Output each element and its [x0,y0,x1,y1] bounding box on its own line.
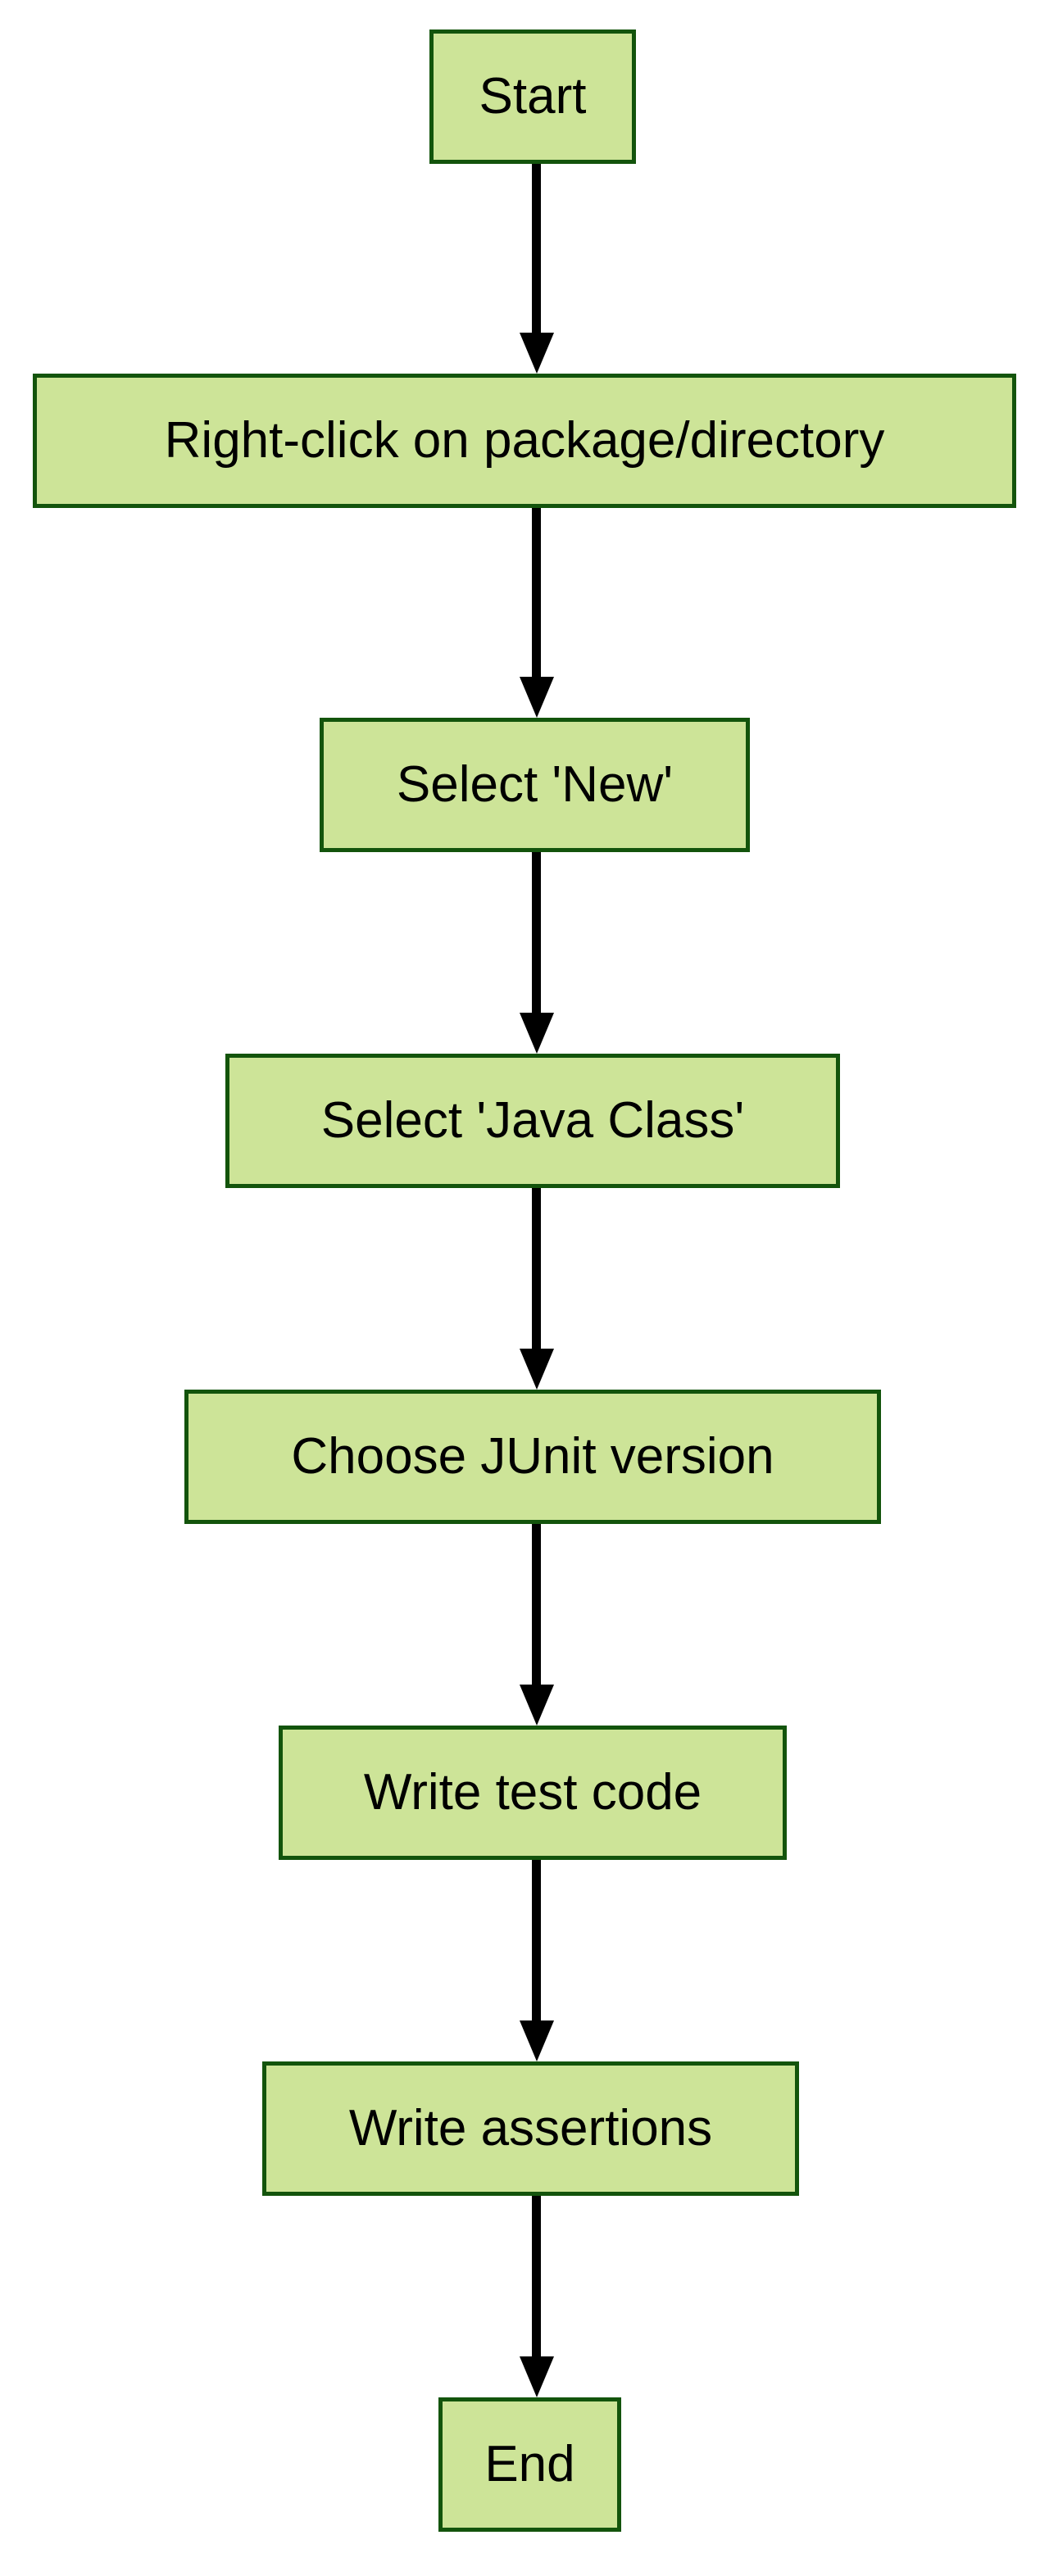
edge-line [532,508,541,682]
edge-line [532,1860,541,2025]
edge-arrowhead-icon [520,2020,554,2061]
flow-node-label-select-java-class: Select 'Java Class' [320,1092,745,1149]
flow-node-label-select-new: Select 'New' [396,756,674,813]
edge-line [532,1524,541,1689]
flow-edge-write-assertions-to-end [520,2196,554,2397]
edge-line [532,164,541,338]
edge-arrowhead-icon [520,677,554,718]
flow-edge-select-new-to-select-java-class [520,852,554,1054]
flow-node-right-click[interactable]: Right-click on package/directory [33,374,1016,508]
edge-line [532,2196,541,2361]
edge-line [532,852,541,1018]
flow-node-label-end: End [484,2436,575,2492]
flow-node-label-start: Start [479,68,587,125]
flow-node-label-write-assertions: Write assertions [348,2100,713,2156]
flow-node-label-write-test-code: Write test code [363,1764,702,1821]
flow-node-label-choose-junit-version: Choose JUnit version [291,1428,774,1485]
flow-node-select-new[interactable]: Select 'New' [320,718,750,852]
edge-arrowhead-icon [520,1349,554,1390]
flow-edge-write-test-code-to-write-assertions [520,1860,554,2061]
flow-node-write-assertions[interactable]: Write assertions [262,2061,799,2196]
flow-edge-start-to-right-click [520,164,554,374]
edge-arrowhead-icon [520,2356,554,2397]
edge-arrowhead-icon [520,1013,554,1054]
edge-line [532,1188,541,1354]
flow-node-write-test-code[interactable]: Write test code [279,1726,787,1860]
flow-edge-choose-junit-version-to-write-test-code [520,1524,554,1726]
flow-node-label-right-click: Right-click on package/directory [164,412,885,469]
edge-arrowhead-icon [520,333,554,374]
flow-node-choose-junit-version[interactable]: Choose JUnit version [184,1390,881,1524]
flow-edge-right-click-to-select-new [520,508,554,718]
flow-node-end[interactable]: End [438,2397,621,2532]
flow-node-start[interactable]: Start [429,29,636,164]
flow-edge-select-java-class-to-choose-junit-version [520,1188,554,1390]
edge-arrowhead-icon [520,1685,554,1726]
flow-node-select-java-class[interactable]: Select 'Java Class' [225,1054,840,1188]
